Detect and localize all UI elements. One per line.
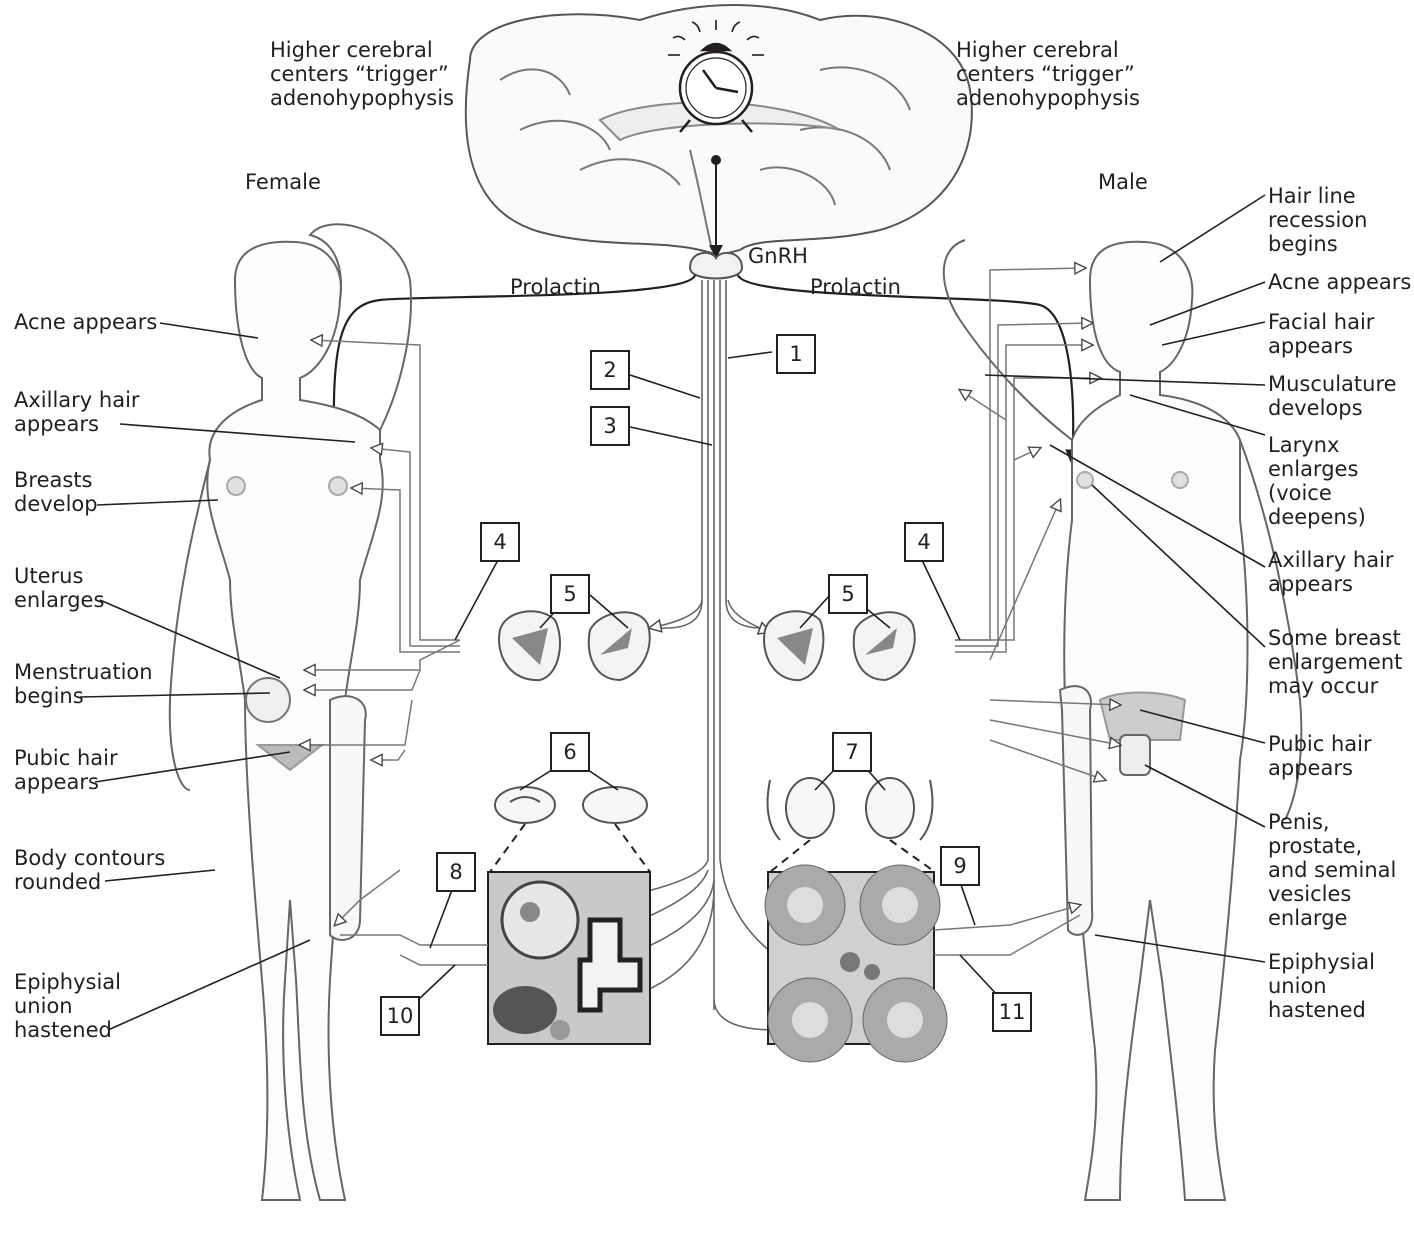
- brain-icon: [466, 5, 972, 255]
- prolactin-female-arrow: [334, 275, 695, 470]
- box-7: 7: [832, 732, 872, 772]
- box-8: 8: [436, 852, 476, 892]
- ovary-histology: [488, 872, 650, 1044]
- box-3: 3: [590, 406, 630, 446]
- testis-histology: [765, 865, 947, 1062]
- box-1: 1: [776, 334, 816, 374]
- box-6: 6: [550, 732, 590, 772]
- prolactin-label-right: Prolactin: [810, 275, 901, 299]
- box-5-right: 5: [828, 574, 868, 614]
- box-11: 11: [992, 992, 1032, 1032]
- prolactin-label-left: Prolactin: [510, 275, 601, 299]
- female-figure: [170, 224, 411, 1200]
- ovaries: [495, 787, 647, 823]
- box-5-left: 5: [550, 574, 590, 614]
- female-acne-label: Acne appears: [14, 310, 157, 334]
- male-acne-label: Acne appears: [1268, 270, 1411, 294]
- female-label: Female: [245, 170, 321, 194]
- male-label: Male: [1098, 170, 1148, 194]
- box-4-left: 4: [480, 522, 520, 562]
- gnrh-label: GnRH: [748, 244, 808, 268]
- box-10: 10: [380, 996, 420, 1036]
- box-2: 2: [590, 350, 630, 390]
- box-9: 9: [940, 846, 980, 886]
- testes: [768, 778, 933, 840]
- box-4-right: 4: [904, 522, 944, 562]
